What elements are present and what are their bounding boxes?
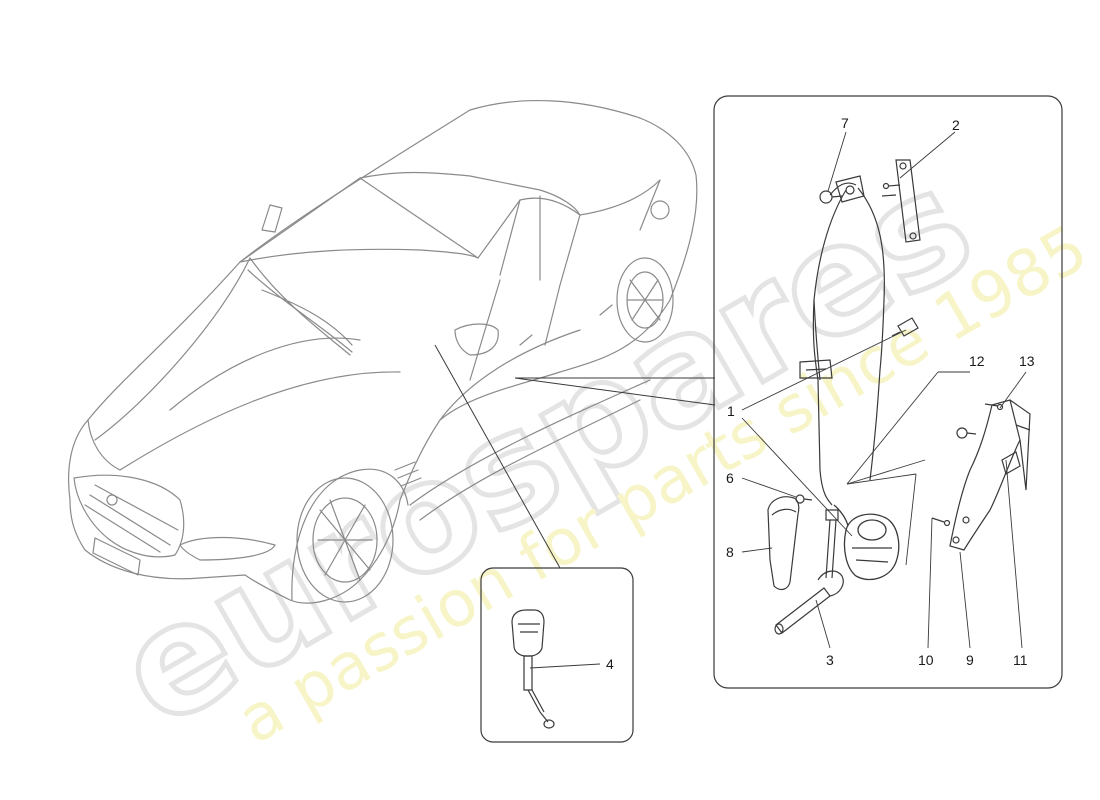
callout-9: 9 [966,652,974,668]
callout-11: 11 [1013,652,1028,668]
belt-connector [891,317,919,337]
bracket-part-11 [1009,399,1031,491]
height-adjuster-part-2 [881,159,921,243]
bolt-part-7 [819,190,843,204]
pin-part-10 [931,517,951,527]
car-illustration [68,99,698,604]
nut-part-12 [956,427,977,439]
pretensioner-part-3 [774,509,844,635]
callout-3: 3 [826,652,834,668]
car-leader-lines [434,344,716,569]
detail-panel-main: 7 2 1 12 13 6 8 3 10 9 11 [713,95,1063,689]
buckle-part-4 [511,609,555,729]
watermark: eurospares a passion for parts since 198… [89,134,1100,764]
screw-part-6 [795,494,813,504]
callout-6: 6 [726,470,734,486]
bracket-part-9 [949,399,1021,551]
callout-4: 4 [606,656,614,672]
callout-8: 8 [726,544,734,560]
retractor [833,504,900,581]
panel-leader-lines [741,131,1027,649]
seat-belt-webbing [799,175,885,506]
callout-13: 13 [1019,353,1035,369]
callout-12: 12 [969,353,985,369]
detail-panel-buckle: 4 [480,567,634,743]
screw-part-13 [984,403,1031,431]
buckle-leader-line [529,663,601,669]
callout-7: 7 [841,115,849,131]
trim-cover-part-8 [767,496,800,591]
callout-1: 1 [727,403,735,419]
callout-2: 2 [952,117,960,133]
callout-10: 10 [918,652,934,668]
